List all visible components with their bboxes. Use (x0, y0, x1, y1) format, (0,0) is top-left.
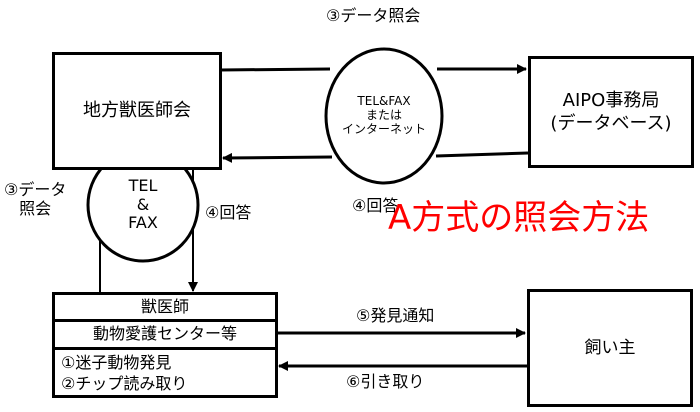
label-answer-top: ④回答 (352, 196, 399, 215)
comm-top-line1: TEL&FAX (357, 94, 411, 109)
comm-left-line1: TEL (128, 176, 158, 196)
comm-left-text: TEL & FAX (88, 149, 198, 261)
arrow-answer-to-vet-assoc-b (222, 152, 333, 163)
label-query-left-line2: 照会 (19, 199, 52, 219)
comm-top-circle (324, 47, 444, 185)
center-row: 動物愛護センター等 (55, 322, 275, 350)
arrow-query-to-aipo-a (219, 67, 331, 72)
vet-assoc-label: 地方獣医師会 (83, 100, 191, 122)
diagram-title: A方式の照会方法 (388, 198, 650, 238)
aipo-box: AIPO事務局 (データベース) (528, 56, 694, 168)
label-query-left-line1: ③データ (4, 180, 67, 199)
step1-label: ①迷子動物発見 (61, 353, 172, 372)
label-query-top: ③データ照会 (326, 6, 421, 25)
comm-left-line2: & (136, 194, 150, 214)
center-label: 動物愛護センター等 (92, 324, 237, 344)
aipo-label: AIPO事務局 (562, 89, 660, 111)
aipo-sub-label: (データベース) (550, 113, 672, 134)
label-query-left: ③データ 照会 (4, 180, 66, 218)
step2-label: ②チップ読み取り (61, 373, 188, 393)
comm-top-line3: インターネット (341, 121, 426, 136)
comm-left-line3: FAX (128, 213, 158, 233)
label-answer-left: ④回答 (205, 203, 252, 222)
vet-assoc-box: 地方獣医師会 (52, 52, 222, 170)
owner-label: 飼い主 (584, 337, 636, 358)
label-notify: ⑤発見通知 (356, 306, 435, 325)
arrow-answer-to-vet-assoc-a (435, 151, 529, 158)
label-pickup: ⑥引き取り (346, 372, 425, 391)
vet-center-box: 獣医師 動物愛護センター等 ①迷子動物発見 ②チップ読み取り (52, 292, 278, 398)
vet-label: 獣医師 (140, 296, 189, 316)
owner-box: 飼い主 (527, 289, 693, 407)
steps: ①迷子動物発見 ②チップ読み取り (61, 353, 187, 395)
comm-top-line2: または (365, 108, 402, 123)
vet-row: 獣医師 (55, 295, 275, 322)
comm-top-text: TEL&FAX または インターネット (326, 49, 442, 183)
